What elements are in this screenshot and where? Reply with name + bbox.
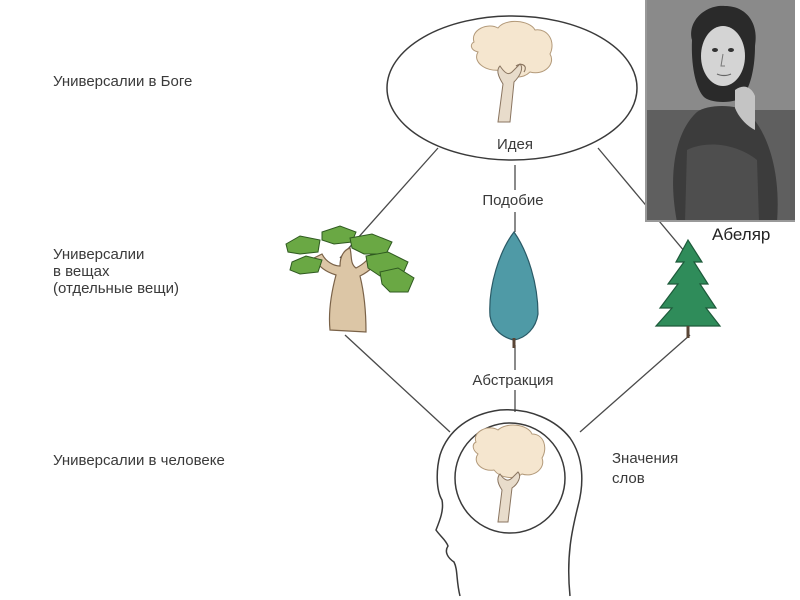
word-meanings-line2: слов [612,470,645,487]
line-spruce-to-head [579,334,691,433]
tree-icon [470,21,553,123]
likeness-label: Подобие [468,192,558,209]
level-things-label: Универсалии в вещах (отдельные вещи) [53,246,179,297]
level-things-line2: в вещах [53,263,110,280]
portrait-caption: Абеляр [712,225,771,244]
level-god-label: Универсалии в Боге [53,73,193,90]
idea-label: Идея [480,136,550,153]
head-inner-circle [454,422,566,534]
spruce-icon [654,238,722,338]
baobab-icon [285,225,415,333]
word-meanings-label: Значения слов [612,449,678,489]
level-things-line3: (отдельные вещи) [53,280,179,297]
level-human-label: Универсалии в человеке [53,452,225,469]
line-idea-to-spruce [597,147,691,259]
head-icon [435,409,583,597]
word-meanings-line1: Значения [612,450,679,467]
cypress-icon [489,230,539,348]
tree-in-head-icon [472,424,546,523]
level-things-line1: Универсалии [53,246,145,263]
portrait-drawing [647,0,795,220]
abstraction-label: Абстракция [458,372,568,389]
portrait-icon [645,0,795,222]
line-baobab-to-head [344,334,451,433]
